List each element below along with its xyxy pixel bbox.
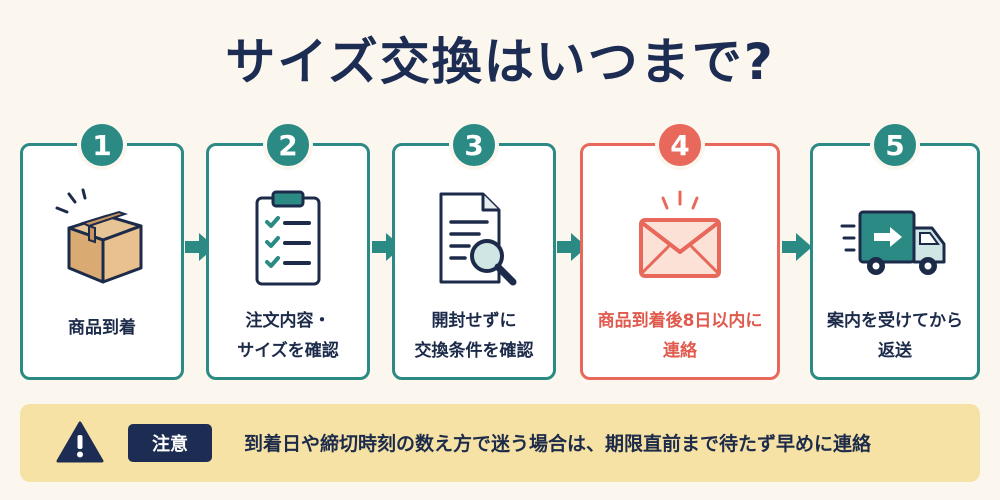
arrow-right-icon	[555, 230, 589, 264]
delivery-truck-icon	[840, 188, 950, 288]
step-4-label: 商品到着後8日以内に 連絡	[597, 311, 763, 361]
arrow-right-icon	[183, 230, 217, 264]
step-1-number: 1	[77, 120, 127, 170]
step-4-number: 4	[655, 120, 705, 170]
step-3-label: 開封せずに 交換条件を確認	[414, 311, 534, 361]
step-5-card: 5 案内を受けてから 返送	[810, 120, 980, 380]
note-text: 到着日や締切時刻の数え方で迷う場合は、期限直前まで待たず早めに連絡	[244, 433, 872, 455]
arrow-right-icon	[780, 230, 814, 264]
document-magnifier-icon	[419, 188, 529, 288]
warning-icon	[56, 420, 104, 464]
note-label-badge: 注意	[128, 424, 212, 462]
step-1-label: 商品到着	[68, 318, 136, 338]
step-3-card: 3 開封せずに 交換条件を確認	[392, 120, 556, 380]
step-3-number: 3	[449, 120, 499, 170]
step-2-label: 注文内容・ サイズを確認	[237, 311, 339, 361]
package-icon	[47, 188, 157, 288]
step-1-card: 1 商品到着	[20, 120, 184, 380]
note-bar: 注意 到着日や締切時刻の数え方で迷う場合は、期限直前まで待たず早めに連絡	[20, 404, 980, 482]
arrow-right-icon	[370, 230, 404, 264]
step-5-number: 5	[870, 120, 920, 170]
step-2-card: 2 注文内容・ サイズを確認	[206, 120, 370, 380]
envelope-icon	[625, 188, 735, 288]
step-2-number: 2	[263, 120, 313, 170]
clipboard-checklist-icon	[233, 188, 343, 288]
step-4-card: 4 商品到着後8日以内に 連絡	[580, 120, 780, 380]
step-5-label: 案内を受けてから 返送	[827, 311, 963, 361]
page-title: サイズ交換はいつまで?	[225, 33, 775, 91]
